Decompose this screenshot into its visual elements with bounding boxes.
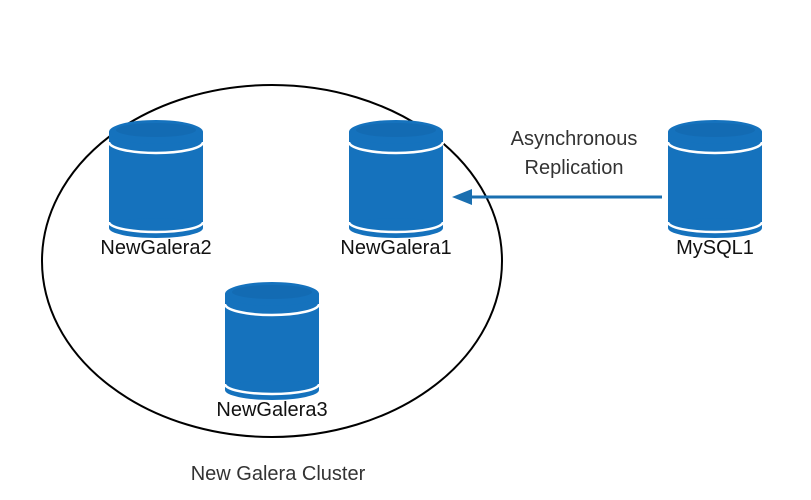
database-cylinder-icon <box>223 280 321 402</box>
node-label-mysql1: MySQL1 <box>676 237 754 259</box>
node-label-newgalera3: NewGalera3 <box>216 399 327 421</box>
cluster-label: New Galera Cluster <box>191 463 366 485</box>
arrowhead-icon <box>452 189 472 205</box>
database-cylinder-icon <box>347 118 445 240</box>
replication-arrow <box>452 189 662 205</box>
node-newgalera1[interactable]: NewGalera1 <box>340 118 452 259</box>
node-mysql1[interactable]: MySQL1 <box>666 118 764 259</box>
node-label-newgalera1: NewGalera1 <box>340 237 451 259</box>
node-label-newgalera2: NewGalera2 <box>100 237 211 259</box>
database-cylinder-icon <box>666 118 764 240</box>
edge-label-line1: Asynchronous <box>511 128 638 150</box>
node-newgalera3[interactable]: NewGalera3 <box>216 280 328 421</box>
cluster-boundary <box>41 84 503 438</box>
database-cylinder-icon <box>107 118 205 240</box>
node-newgalera2[interactable]: NewGalera2 <box>100 118 212 259</box>
edge-label-line2: Replication <box>525 157 624 179</box>
